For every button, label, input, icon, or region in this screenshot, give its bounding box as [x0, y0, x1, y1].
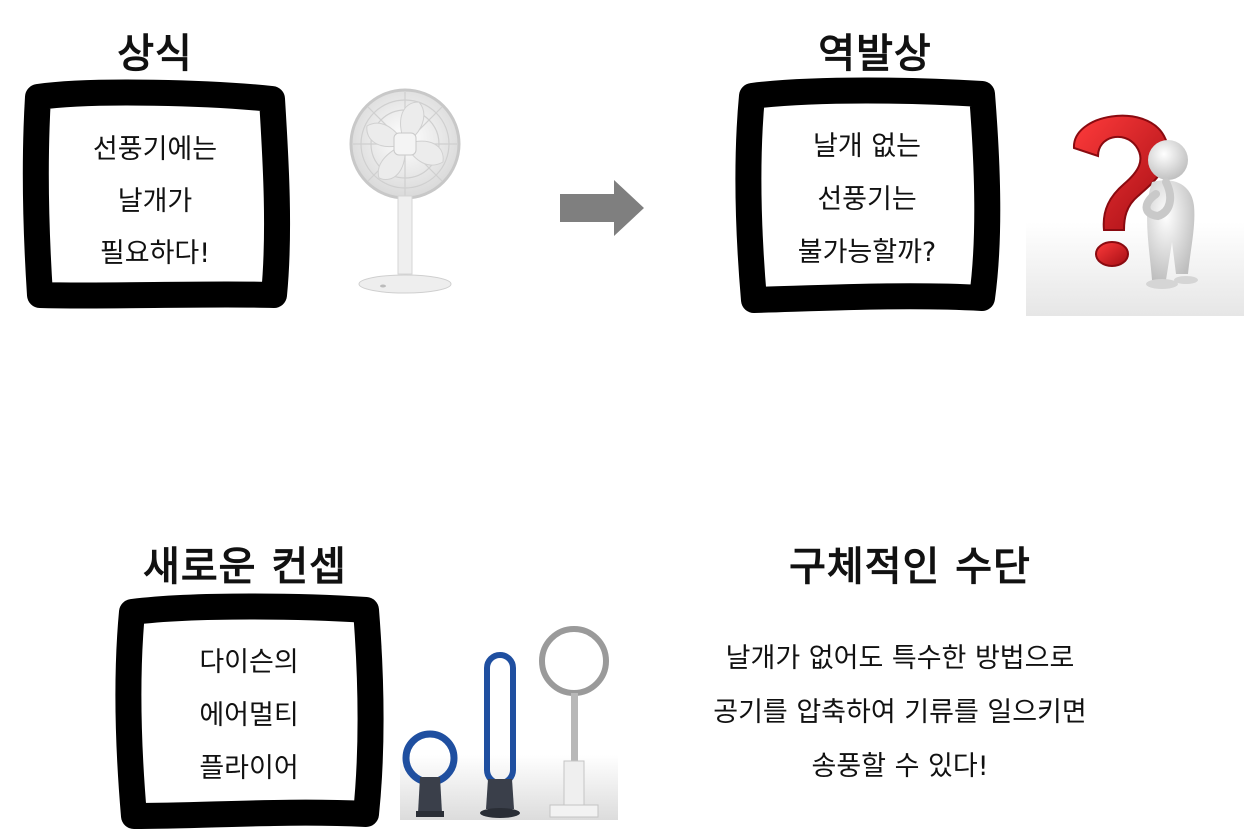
common-sense-frame: 선풍기에는 날개가 필요하다! — [22, 79, 291, 309]
right-arrow-icon — [560, 180, 644, 236]
reverse-thinking-line-3: 불가능할까? — [797, 237, 937, 268]
new-concept-line-1: 다이슨의 — [199, 647, 299, 678]
common-sense-title: 상식 — [117, 31, 193, 77]
new-concept-frame: 다이슨의 에어멀티 플라이어 — [115, 593, 384, 829]
question-mark-thinker-icon — [1026, 102, 1244, 316]
brush-frame-border — [22, 79, 291, 309]
common-sense-line-2: 날개가 — [117, 186, 193, 217]
new-concept-line-2: 에어멀티 — [199, 700, 299, 731]
specific-means-title: 구체적인 수단 — [789, 544, 1031, 590]
reverse-thinking-line-2: 선풍기는 — [817, 184, 917, 215]
bladeless-fans-icon — [400, 625, 618, 820]
reverse-thinking-line-1: 날개 없는 — [813, 131, 921, 162]
new-concept-title: 새로운 컨셉 — [143, 544, 347, 590]
brush-frame-border — [735, 77, 1001, 313]
common-sense-line-1: 선풍기에는 — [92, 134, 218, 165]
new-concept-line-3: 플라이어 — [199, 753, 299, 784]
reverse-thinking-title: 역발상 — [818, 31, 932, 77]
common-sense-line-3: 필요하다! — [99, 238, 211, 269]
specific-means-line-3: 송풍할 수 있다! — [811, 751, 989, 782]
specific-means-line-2: 공기를 압축하여 기류를 일으키면 — [713, 697, 1087, 728]
reverse-thinking-frame: 날개 없는 선풍기는 불가능할까? — [735, 77, 1001, 313]
brush-frame-border — [115, 593, 384, 829]
electric-fan-icon — [345, 88, 465, 296]
specific-means-line-1: 날개가 없어도 특수한 방법으로 — [725, 643, 1075, 674]
